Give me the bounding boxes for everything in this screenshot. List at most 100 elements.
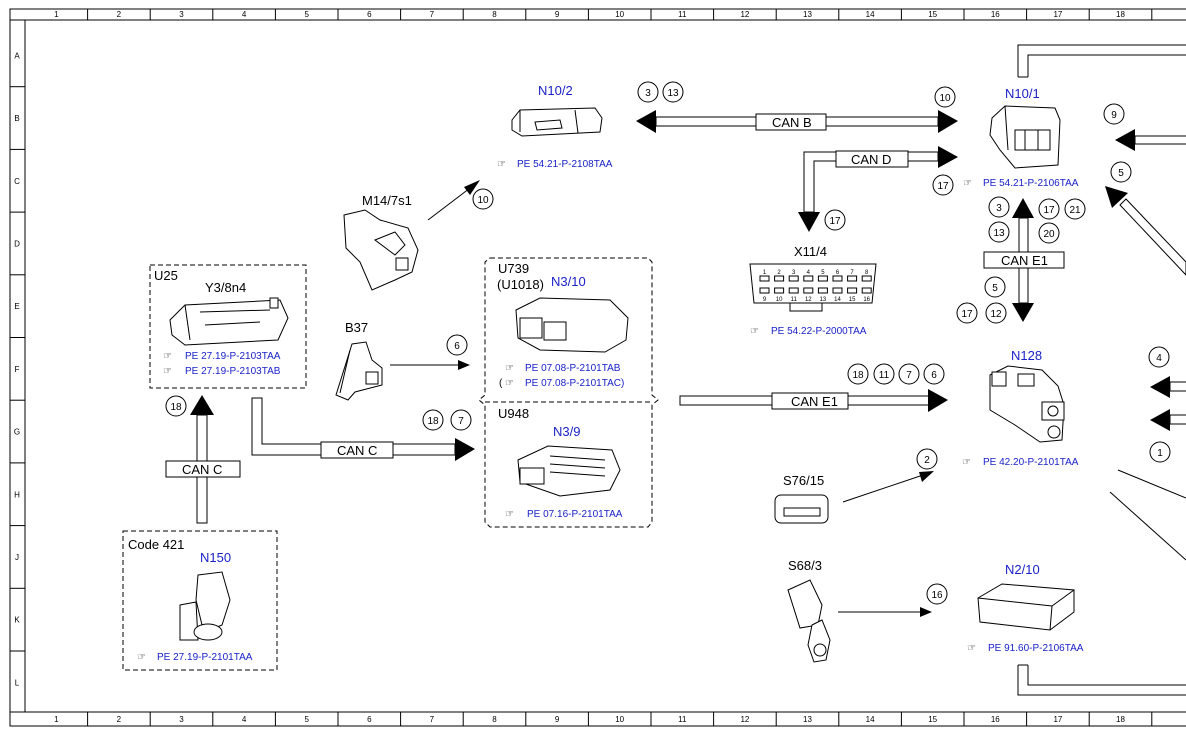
row-label: G [14, 428, 20, 437]
callout: 13 [662, 81, 684, 103]
callout: 17 [824, 209, 846, 231]
column-label: 5 [304, 10, 309, 19]
callout: 5 [984, 276, 1006, 298]
component-s68-3[interactable]: S68/3 [787, 558, 932, 663]
svg-text:PE 07.08-P-2101TAB: PE 07.08-P-2101TAB [525, 363, 621, 374]
svg-text:☞: ☞ [137, 652, 146, 663]
component-m14-7s1[interactable]: M14/7s1 [343, 180, 480, 291]
row-label: A [14, 51, 20, 60]
svg-text:S68/3: S68/3 [788, 558, 822, 573]
component-n10-1[interactable]: N10/1 ☞ PE 54.21-P-2106TAA [963, 86, 1079, 189]
svg-text:17: 17 [1043, 205, 1055, 216]
column-label: 7 [430, 10, 435, 19]
svg-text:☞: ☞ [505, 363, 514, 374]
callout: 18 [422, 409, 444, 431]
component-n128[interactable]: N128 ☞ PE 42.20-P-2101TAA [962, 348, 1079, 468]
row-label: F [15, 365, 20, 374]
row-label: B [14, 114, 19, 123]
row-label: H [14, 490, 20, 499]
svg-text:6: 6 [931, 370, 937, 381]
connector-pin [788, 275, 799, 282]
callout: 4 [1148, 346, 1170, 368]
component-s76-15[interactable]: S76/15 [774, 471, 934, 524]
svg-text:M14/7s1: M14/7s1 [362, 193, 412, 208]
column-label: 1 [54, 10, 59, 19]
component-group-u25[interactable]: U25 Y3/8n4 ☞ PE 27.19-P-2103TAA ☞ PE 27.… [149, 264, 307, 389]
column-label: 4 [242, 715, 247, 724]
column-label: 9 [555, 10, 560, 19]
callout: 21 [1064, 198, 1086, 220]
column-ruler: 1122334455667788991010111112121313141415… [54, 9, 1153, 726]
svg-text:☞: ☞ [963, 178, 972, 189]
pin-number: 14 [834, 297, 841, 303]
connector-pin [817, 287, 828, 294]
column-label: 2 [117, 715, 122, 724]
connector-pin [774, 287, 785, 294]
callout: 6 [923, 363, 945, 385]
column-label: 3 [179, 715, 184, 724]
callout: 17 [956, 302, 978, 324]
column-label: 10 [615, 10, 624, 19]
svg-text:☞: ☞ [967, 643, 976, 654]
column-label: 6 [367, 715, 372, 724]
bus-can-e1-horizontal: CAN E1 [679, 389, 948, 412]
component-group-code-421[interactable]: Code 421 N150 ☞ PE 27.19-P-2101TAA [122, 530, 278, 671]
bus-can-b: CAN B [636, 110, 958, 133]
connector-pin [759, 275, 770, 282]
pin-number: 10 [776, 297, 783, 303]
row-label: C [14, 177, 20, 186]
connector-pin [774, 275, 785, 282]
drawing-frame [9, 8, 1186, 727]
component-group-u739-u948[interactable]: U739 (U1018) N3/10 ☞ PE 07.08-P-2101TAB … [478, 257, 659, 528]
svg-text:N150: N150 [200, 550, 231, 565]
column-label: 8 [492, 715, 497, 724]
svg-text:10: 10 [477, 195, 489, 206]
column-label: 12 [740, 715, 749, 724]
pin-number: 6 [836, 270, 840, 276]
pin-number: 3 [792, 270, 796, 276]
svg-text:3: 3 [996, 203, 1002, 214]
column-label: 8 [492, 10, 497, 19]
column-label: 2 [117, 10, 122, 19]
connector-pin [817, 275, 828, 282]
reference-link: PE 54.21-P-2108TAA [517, 159, 613, 170]
column-label: 15 [928, 10, 937, 19]
column-label: 7 [430, 715, 435, 724]
svg-text:X11/4: X11/4 [794, 244, 827, 259]
svg-text:☞: ☞ [505, 509, 514, 520]
column-label: 3 [179, 10, 184, 19]
bus-can-c-vertical: CAN C [165, 395, 241, 524]
svg-text:5: 5 [992, 283, 998, 294]
row-label: D [14, 239, 20, 248]
connector-pin [861, 287, 872, 294]
svg-text:CAN C: CAN C [182, 462, 222, 477]
svg-text:N3/10: N3/10 [551, 274, 586, 289]
column-label: 13 [803, 10, 812, 19]
column-label: 13 [803, 715, 812, 724]
row-label: J [15, 553, 19, 562]
component-n10-2[interactable]: N10/2 ☞ PE 54.21-P-2108TAA [497, 83, 613, 170]
callout: 3 [988, 196, 1010, 218]
svg-text:N128: N128 [1011, 348, 1042, 363]
bus-can-d: CAN D [798, 146, 958, 232]
svg-text:18: 18 [427, 416, 439, 427]
column-label: 5 [304, 715, 309, 724]
svg-text:7: 7 [458, 416, 464, 427]
component-n2-10[interactable]: N2/10 ☞ PE 91.60-P-2106TAA [967, 562, 1084, 654]
column-label: 12 [740, 10, 749, 19]
component-b37[interactable]: B37 [335, 320, 470, 401]
svg-text:PE 27.19-P-2103TAA: PE 27.19-P-2103TAA [185, 351, 281, 362]
pin-number: 7 [850, 270, 854, 276]
connector-pin [847, 287, 858, 294]
svg-text:CAN E1: CAN E1 [791, 394, 838, 409]
svg-text:10: 10 [939, 93, 951, 104]
callout: 13 [988, 221, 1010, 243]
svg-text:PE 54.21-P-2106TAA: PE 54.21-P-2106TAA [983, 178, 1079, 189]
column-label: 10 [615, 715, 624, 724]
callout: 7 [898, 363, 920, 385]
callout: 11 [873, 363, 895, 385]
svg-text:☞: ☞ [163, 366, 172, 377]
